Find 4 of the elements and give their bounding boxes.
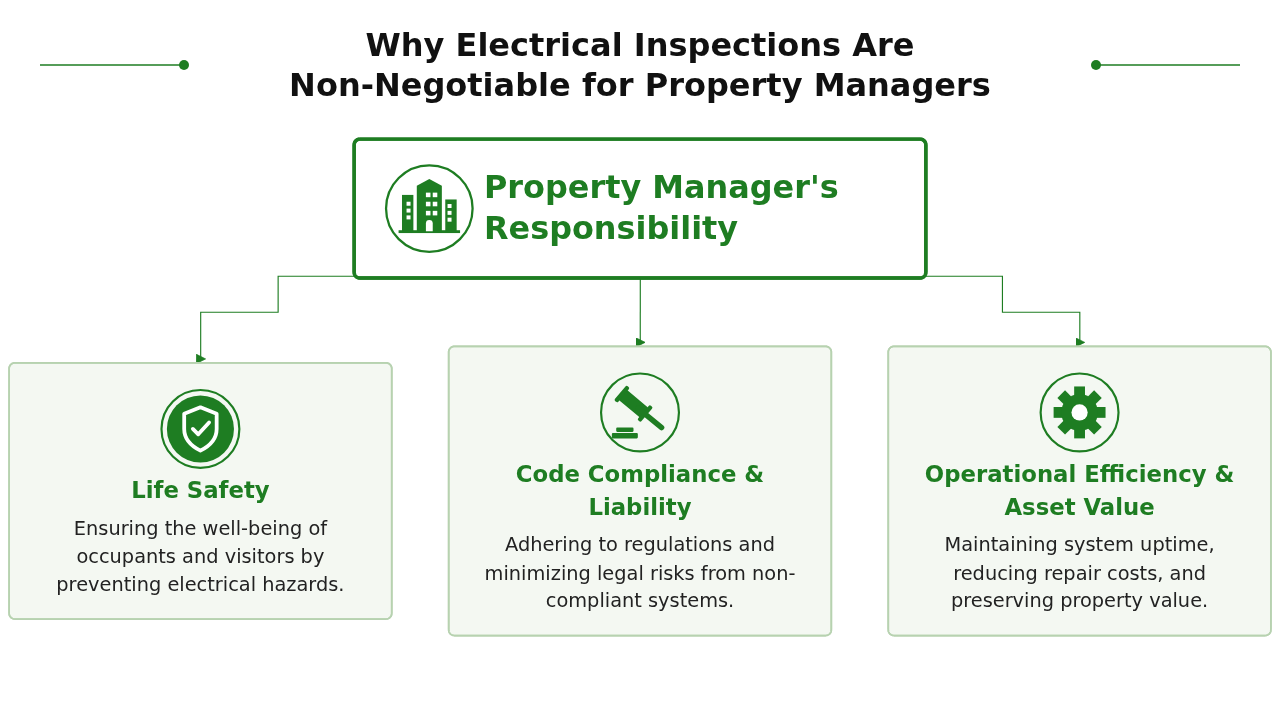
arrow [195, 275, 357, 364]
arrow [635, 278, 646, 348]
title: Why Electrical Inspections Are Non-Negotiable for Property Managers [288, 25, 992, 105]
arrow [924, 275, 1086, 348]
